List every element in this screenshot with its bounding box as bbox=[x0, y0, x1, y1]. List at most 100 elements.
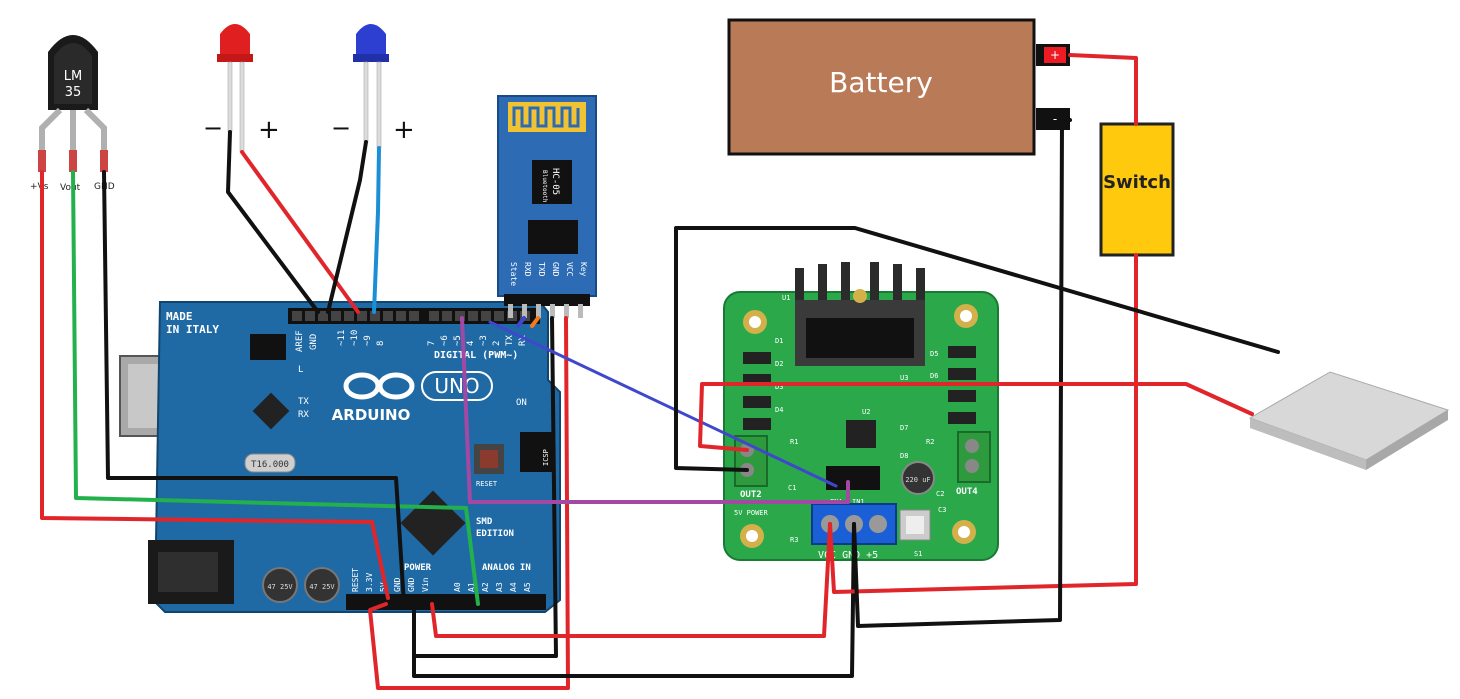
wire-peltier-black bbox=[674, 226, 1280, 472]
hc05-pin-state: State bbox=[509, 262, 518, 286]
pin-label-3: ~3 bbox=[479, 335, 489, 346]
hc05-chip-sub: Bluetooth bbox=[541, 170, 548, 203]
tx-led-label: TX bbox=[298, 397, 309, 407]
wire-pin5-to-in1 bbox=[460, 316, 850, 504]
battery-body bbox=[727, 18, 1036, 156]
digital-label: DIGITAL (PWM~) bbox=[434, 350, 518, 361]
l298-part-u2: U2 bbox=[862, 408, 870, 416]
power-pin-reset: RESET bbox=[351, 568, 360, 592]
l298-part-d4: D4 bbox=[775, 406, 783, 414]
l298-part-d6: D6 bbox=[930, 372, 938, 380]
led-red-minus: − bbox=[203, 114, 223, 142]
capacitor-1 bbox=[262, 567, 298, 603]
pin-label-9: ~9 bbox=[363, 335, 373, 346]
out4-label: OUT4 bbox=[956, 487, 978, 497]
italy-label: IN ITALY bbox=[166, 323, 219, 336]
terminal-label: VCC GND +5 bbox=[818, 550, 878, 561]
hc05-pin-txd: TXD bbox=[537, 262, 546, 277]
hc05-chip-label: HC-05 bbox=[550, 168, 560, 195]
battery-minus: - bbox=[1053, 112, 1057, 126]
arduino-pcb bbox=[153, 301, 561, 613]
on-led-label: ON bbox=[516, 398, 527, 408]
made-label: MADE bbox=[166, 310, 193, 323]
lm35-sensor: LM 35 +Vs Vout GND bbox=[30, 35, 115, 193]
arduino-brand: ARDUINO bbox=[332, 406, 411, 424]
led-blue-minus: − bbox=[331, 114, 351, 142]
analog-label: ANALOG IN bbox=[482, 563, 531, 573]
power-label: POWER bbox=[404, 563, 432, 573]
l298-part-c1: C1 bbox=[788, 484, 796, 492]
icsp-header-2 bbox=[520, 432, 552, 472]
l298-part-u3: U3 bbox=[900, 374, 908, 382]
l298-part-d7: D7 bbox=[900, 424, 908, 432]
icsp-header-1 bbox=[250, 334, 286, 360]
peltier-module bbox=[1248, 371, 1450, 470]
out2-terminal bbox=[734, 435, 768, 487]
wires bbox=[40, 53, 1280, 690]
l298-part-d5: D5 bbox=[930, 350, 938, 358]
wire-lm35-vs bbox=[40, 170, 390, 600]
led-blue-plus: + bbox=[393, 115, 415, 145]
wire-led-blue-plus bbox=[372, 146, 381, 314]
pin-label-2: 2 bbox=[492, 341, 502, 346]
uno-badge bbox=[421, 371, 493, 401]
power-pin-gnd2: GND bbox=[407, 577, 416, 592]
usb-chip bbox=[252, 392, 290, 430]
pin-label-10: ~10 bbox=[350, 330, 360, 346]
analog-pin-a3: A3 bbox=[495, 582, 504, 592]
icsp-label: ICSP bbox=[542, 449, 550, 466]
l298-part-u1: U1 bbox=[782, 294, 790, 302]
battery: Battery + - bbox=[727, 18, 1070, 156]
in1-label: IN1 bbox=[852, 498, 865, 506]
switch-label: Switch bbox=[1103, 172, 1171, 193]
analog-pin-a2: A2 bbox=[481, 582, 490, 592]
power-pin-5v: 5V bbox=[379, 582, 388, 592]
l298-chip bbox=[806, 318, 914, 358]
pin-label-4: 4 bbox=[466, 341, 476, 346]
l298-driver-board: 220 uF ENA IN1 VCC GND +5 OUT2 OUT4 5V P… bbox=[723, 262, 999, 561]
wire-peltier-red bbox=[698, 382, 1254, 452]
pin-label-8: 8 bbox=[376, 341, 386, 346]
wire-led-red-minus bbox=[226, 130, 320, 314]
lm35-label-2: 35 bbox=[65, 85, 82, 100]
wire-battery-plus-to-switch bbox=[1068, 53, 1138, 126]
arduino-logo bbox=[343, 372, 415, 400]
pin-label-5: ~5 bbox=[453, 335, 463, 346]
hc05-chip-2 bbox=[528, 220, 578, 254]
led-blue: − + bbox=[331, 24, 415, 149]
l298-part-r2: R2 bbox=[926, 438, 934, 446]
arduino-model: UNO bbox=[434, 374, 479, 398]
wire-vin-to-l298 bbox=[430, 522, 832, 638]
lm35-label-1: LM bbox=[64, 69, 82, 84]
pin-label-tx: TX bbox=[505, 335, 515, 346]
l298-part-d1: D1 bbox=[775, 337, 783, 345]
l298-part-r3: R3 bbox=[790, 536, 798, 544]
led-red: − + bbox=[203, 24, 280, 153]
analog-pin-a4: A4 bbox=[509, 582, 518, 592]
l298-part-c3: C3 bbox=[938, 506, 946, 514]
wire-pwm-to-ena bbox=[488, 320, 838, 488]
crystal bbox=[244, 453, 296, 473]
wire-hc05-rxd bbox=[516, 316, 526, 328]
l298-part-s1: S1 bbox=[914, 550, 922, 558]
l298-part-d3: D3 bbox=[775, 383, 783, 391]
battery-plus: + bbox=[1050, 48, 1060, 62]
wire-gnd-to-l298 bbox=[412, 522, 856, 678]
pin-label-rx: RX bbox=[518, 335, 528, 346]
hc05-bluetooth-module: HC-05 Bluetooth State RXD TXD GND VCC Ke… bbox=[497, 95, 597, 318]
analog-pin-a0: A0 bbox=[453, 582, 462, 592]
hc05-pin-gnd: GND bbox=[551, 262, 560, 277]
switch[interactable]: Switch bbox=[1099, 122, 1175, 257]
power-pin-gnd1: GND bbox=[393, 577, 402, 592]
wire-hc05-vcc bbox=[368, 316, 570, 690]
hc05-pin-vcc: VCC bbox=[565, 262, 574, 277]
aref-label: AREF bbox=[295, 330, 305, 352]
smd-label: SMD bbox=[476, 517, 493, 527]
l-led-label: L bbox=[298, 365, 303, 375]
l298-part-d2: D2 bbox=[775, 360, 783, 368]
wire-switch-to-l298-vcc bbox=[828, 253, 1138, 594]
pin-label-7: 7 bbox=[427, 341, 437, 346]
l298-part-c2: C2 bbox=[936, 490, 944, 498]
out2-label: OUT2 bbox=[740, 490, 762, 500]
